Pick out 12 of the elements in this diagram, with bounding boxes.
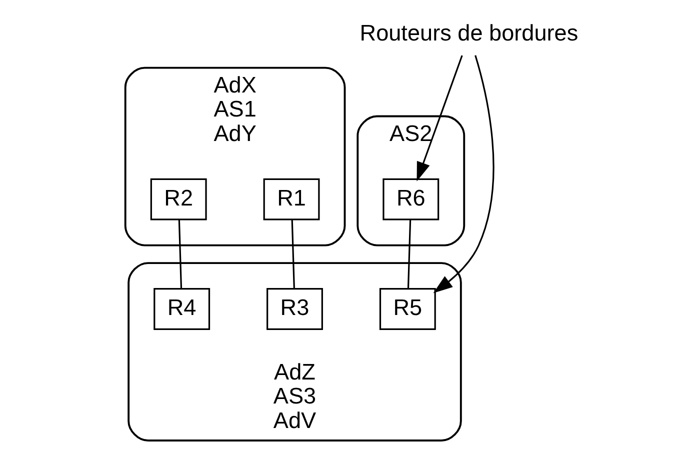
node-box: R2: [150, 178, 207, 220]
node-box: R1: [263, 178, 320, 220]
connector: [407, 220, 412, 289]
arrow: [416, 55, 463, 182]
connector: [291, 220, 295, 289]
connector: [178, 220, 182, 289]
node-box: R3: [266, 288, 323, 330]
arrow: [433, 55, 494, 294]
node-text: Routeurs de bordures: [360, 20, 578, 46]
node-box: R4: [154, 288, 210, 330]
node-box: R5: [379, 288, 436, 330]
node-box: R6: [382, 178, 440, 220]
